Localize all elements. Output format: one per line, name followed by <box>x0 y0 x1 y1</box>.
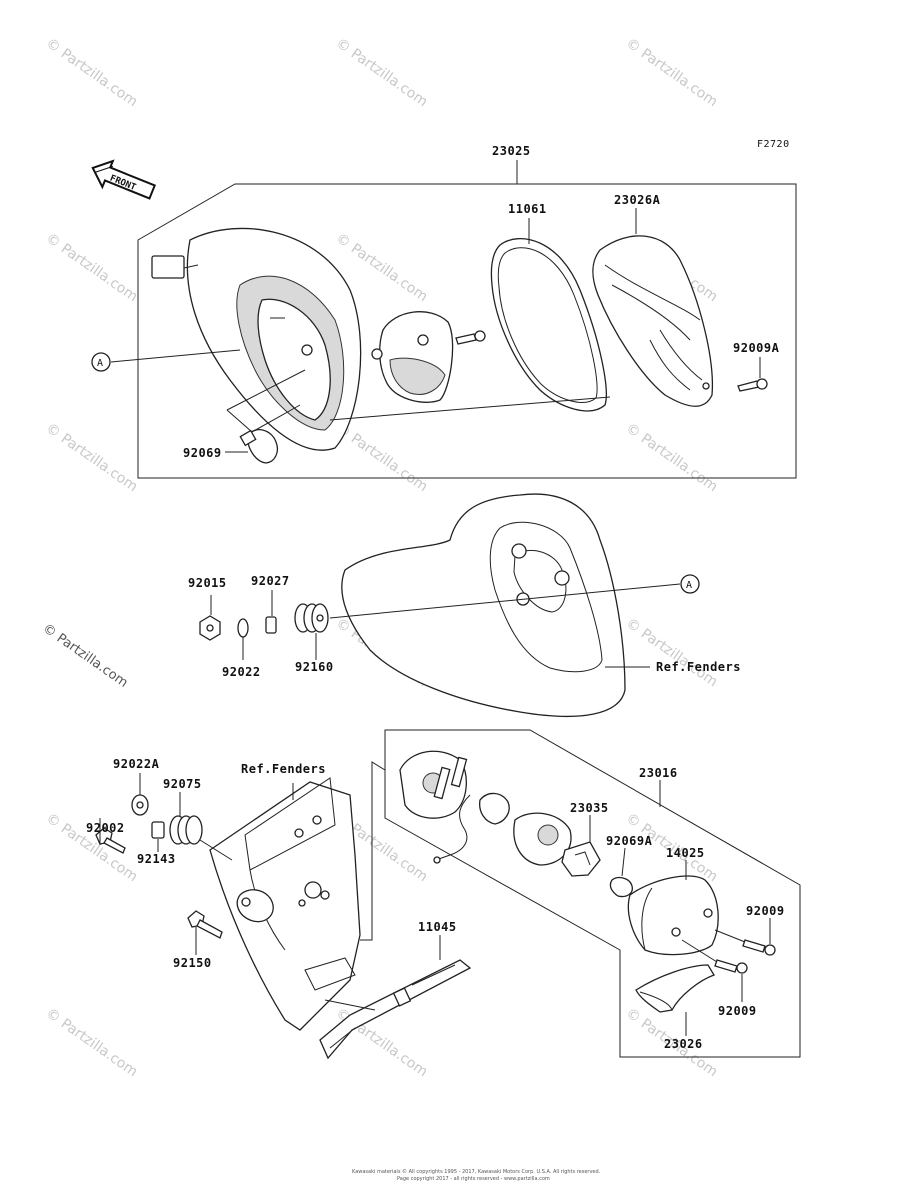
part-label-23016: 23016 <box>639 766 678 780</box>
part-label-92002: 92002 <box>86 821 125 835</box>
watermark: © Partzilla.com <box>333 420 431 495</box>
part-label-92160: 92160 <box>295 660 334 674</box>
license-bracket: Ref.Fenders <box>209 762 361 1031</box>
watermark: © Partzilla.com <box>333 35 431 110</box>
part-label-92027: 92027 <box>251 574 290 588</box>
part-label-23026A: 23026A <box>614 193 661 207</box>
gasket-11061: 11061 <box>490 202 607 412</box>
rear-fender: Ref.Fenders <box>341 493 741 717</box>
watermark: © Partzilla.com <box>43 35 141 110</box>
taillight-housing <box>151 227 362 451</box>
part-label-92143: 92143 <box>137 852 176 866</box>
part-label-92022A: 92022A <box>113 757 160 771</box>
part-label-92022: 92022 <box>222 665 261 679</box>
license-light-box: 23016 23035 92069A 14025 92009 <box>360 729 801 1058</box>
watermark: © Partzilla.com <box>43 1005 141 1080</box>
watermark: © Partzilla.com <box>623 35 721 110</box>
part-label-14025: 14025 <box>666 846 705 860</box>
watermark: © Partzilla.com <box>623 615 721 690</box>
part-label-92069A: 92069A <box>606 834 653 848</box>
bolt-group-left: 92002 92022A 92143 92075 92150 <box>86 757 233 970</box>
lens-23026A: 23026A <box>592 193 714 407</box>
part-label-92009A: 92009A <box>733 341 780 355</box>
watermark: © Partzilla.com <box>43 420 141 495</box>
watermark: © Partzilla.com <box>43 230 141 305</box>
part-label-92069: 92069 <box>183 446 222 460</box>
reflector-unit <box>371 311 454 403</box>
footer-copyright: Kawasaki materials © All copyrights 1995… <box>352 1168 601 1175</box>
part-label-23035: 23035 <box>570 801 609 815</box>
part-label-92075: 92075 <box>163 777 202 791</box>
footer-page-copyright: Page copyright 2017 - all rights reserve… <box>397 1176 550 1182</box>
watermark: © Partzilla.com <box>623 420 721 495</box>
part-label-23025: 23025 <box>492 144 531 158</box>
callout-a: A <box>97 358 104 369</box>
plate-holder-11045: 11045 <box>319 920 472 1060</box>
hardware-row: 92015 92022 92027 92160 <box>188 574 334 679</box>
front-arrow-icon <box>91 159 157 200</box>
callout-a-lower: A <box>686 580 693 591</box>
ref-fenders-label-upper: Ref.Fenders <box>656 660 741 674</box>
front-arrow: FRONT <box>91 159 157 200</box>
bulb-92069: 92069 <box>183 369 306 464</box>
screw-92009A: 92009A <box>733 341 780 392</box>
part-label-11045: 11045 <box>418 920 457 934</box>
watermark-prominent: © Partzilla.com <box>40 621 131 691</box>
part-label-11061: 11061 <box>508 202 547 216</box>
ref-fenders-label-lower: Ref.Fenders <box>241 762 326 776</box>
screw-icon <box>455 330 486 345</box>
part-label-92015: 92015 <box>188 576 227 590</box>
taillight-assembly-box: 23025 11061 <box>91 144 797 479</box>
part-label-23026: 23026 <box>664 1037 703 1051</box>
diagram-code: F2720 <box>757 139 790 150</box>
part-label-92009-a: 92009 <box>746 904 785 918</box>
part-label-92150: 92150 <box>173 956 212 970</box>
part-label-92009-b: 92009 <box>718 1004 757 1018</box>
